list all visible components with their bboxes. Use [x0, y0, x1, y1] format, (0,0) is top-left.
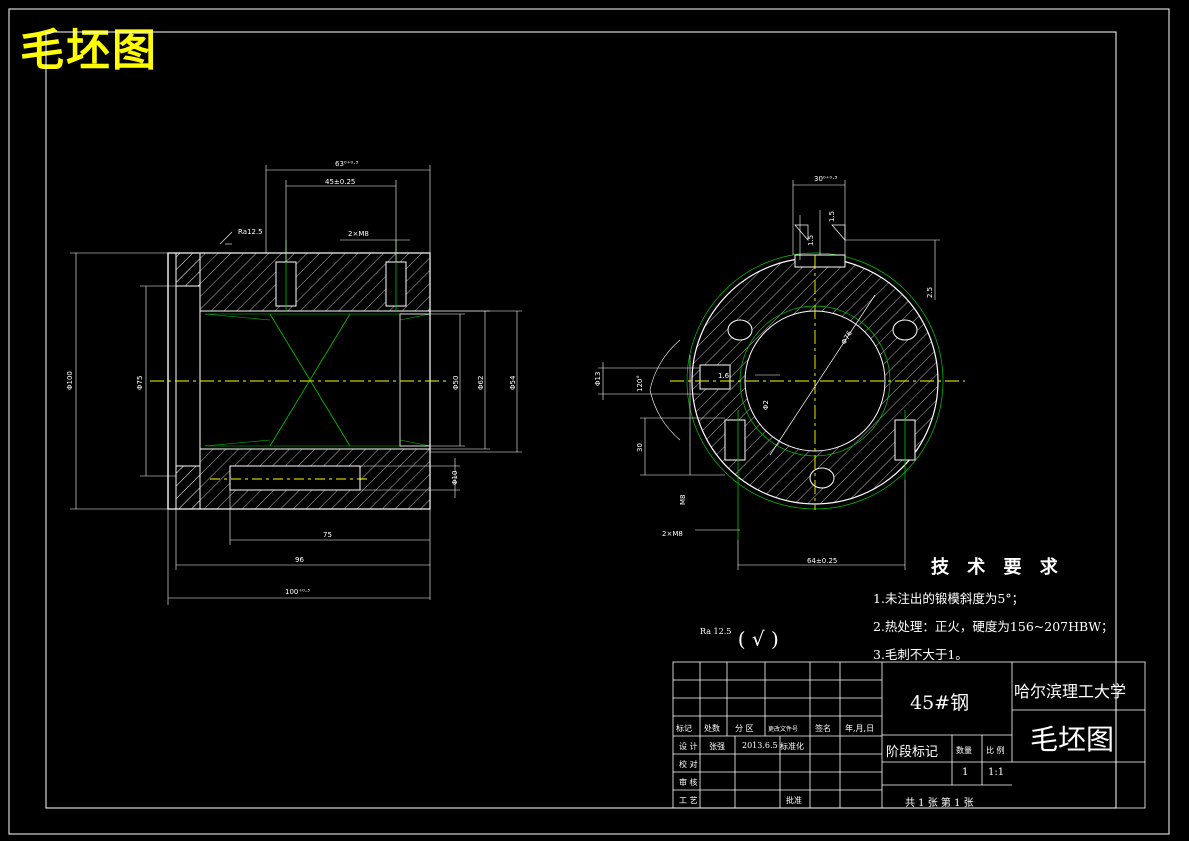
designer-name: 张强 — [709, 742, 725, 751]
svg-text:Φ2: Φ2 — [762, 400, 770, 410]
svg-text:64±0.25: 64±0.25 — [807, 557, 837, 565]
header-count: 处数 — [704, 724, 720, 733]
svg-text:96: 96 — [295, 556, 304, 564]
role-process: 工 艺 — [679, 796, 698, 805]
roughness-paren: ( √ ) — [737, 627, 779, 651]
svg-text:45±0.25: 45±0.25 — [325, 178, 355, 186]
svg-text:Φ62: Φ62 — [477, 376, 485, 390]
header-date: 年,月,日 — [845, 724, 875, 733]
svg-text:120°: 120° — [636, 375, 644, 392]
header-sign: 签名 — [815, 724, 831, 733]
svg-text:1.5: 1.5 — [807, 235, 815, 246]
tech-item-1: 1.未注出的锻模斜度为5°； — [873, 591, 1025, 606]
scale-value: 1:1 — [988, 767, 1005, 778]
svg-text:M8: M8 — [679, 495, 687, 506]
approve-label: 批准 — [786, 796, 802, 805]
svg-text:1.6: 1.6 — [718, 372, 730, 380]
svg-text:Φ54: Φ54 — [509, 375, 517, 390]
role-design: 设 计 — [679, 742, 698, 751]
tech-heading: 技 术 要 求 — [931, 557, 1064, 578]
inner-frame — [45, 31, 1117, 809]
tech-item-2: 2.热处理：正火，硬度为156~207HBW； — [873, 619, 1114, 634]
header-zone: 分 区 — [735, 724, 754, 733]
material: 45#钢 — [910, 692, 970, 714]
qty-value: 1 — [962, 767, 969, 778]
svg-text:30⁰⁺⁰·³: 30⁰⁺⁰·³ — [814, 175, 837, 183]
design-date: 2013.6.5 — [742, 741, 778, 750]
svg-text:2×M8: 2×M8 — [348, 230, 369, 238]
role-review: 审 核 — [679, 778, 698, 787]
svg-text:63⁰⁺⁰·³: 63⁰⁺⁰·³ — [335, 160, 358, 168]
drawing-title: 毛坯图 — [20, 25, 158, 76]
qty-label: 数量 — [956, 746, 972, 755]
roughness-symbol: Ra 12.5 — [700, 627, 732, 636]
svg-text:1.5: 1.5 — [828, 211, 836, 222]
role-check: 校 对 — [679, 760, 698, 769]
svg-text:Φ100: Φ100 — [66, 371, 74, 390]
section-view: 63⁰⁺⁰·³ 45±0.25 2×M8 Ra12.5 Φ100 Φ75 Φ50… — [66, 160, 522, 605]
header-change-doc: 更改文件号 — [768, 726, 799, 733]
tech-requirements: 技 术 要 求 1.未注出的锻模斜度为5°； 2.热处理：正火，硬度为156~2… — [873, 553, 1114, 663]
title-block-grid — [672, 661, 1146, 809]
tech-item-3: 3.毛刺不大于1。 — [873, 647, 968, 662]
school-name: 哈尔滨理工大学 — [1014, 682, 1127, 701]
svg-text:30: 30 — [636, 443, 644, 452]
svg-text:75: 75 — [323, 531, 332, 539]
outer-frame — [8, 8, 1170, 835]
stage-label: 阶段标记 — [886, 745, 939, 760]
header-mark: 标记 — [676, 724, 692, 733]
svg-text:2.5: 2.5 — [926, 287, 934, 298]
svg-text:100⁺⁰·³: 100⁺⁰·³ — [285, 588, 310, 596]
standardization: 标准化 — [780, 742, 804, 751]
end-view: 30⁰⁺⁰·³ 1.5 1.5 2.5 Φ76 Φ13 120° 1.6 Φ2 … — [594, 175, 965, 570]
roughness-note: Ra 12.5 ( √ ) — [700, 627, 779, 651]
drawing-name: 毛坯图 — [1030, 723, 1115, 756]
svg-text:Φ10: Φ10 — [451, 471, 459, 485]
svg-text:Φ13: Φ13 — [594, 372, 602, 386]
scale-label: 比 例 — [986, 746, 1005, 755]
svg-text:Φ75: Φ75 — [136, 376, 144, 390]
svg-text:2×M8: 2×M8 — [662, 530, 683, 538]
sheet-count: 共 1 张 第 1 张 — [905, 798, 974, 809]
svg-text:Φ50: Φ50 — [452, 376, 460, 390]
svg-text:Ra12.5: Ra12.5 — [238, 228, 263, 236]
